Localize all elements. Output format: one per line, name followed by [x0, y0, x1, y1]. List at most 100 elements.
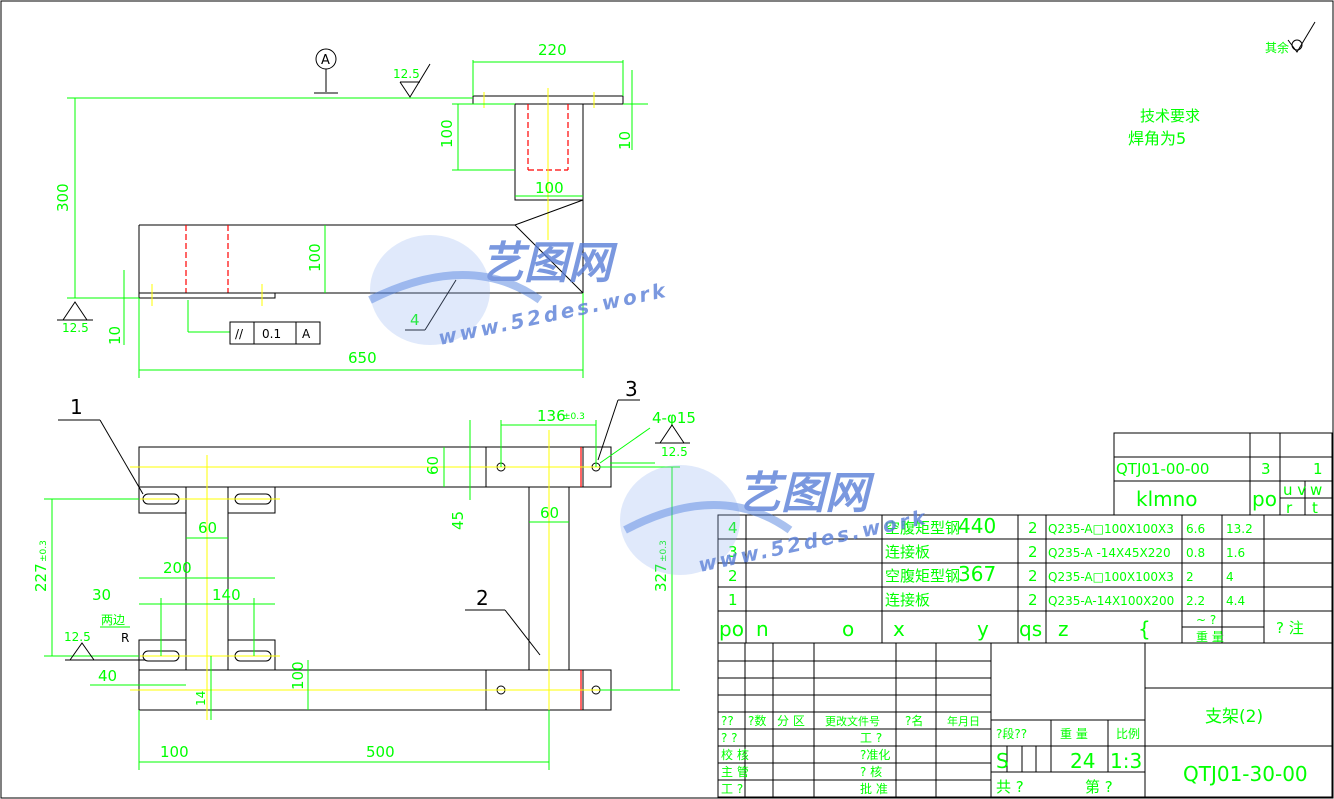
- svg-text:空腹矩型钢: 空腹矩型钢: [885, 567, 960, 585]
- svg-text:2.2: 2.2: [1186, 594, 1205, 608]
- dim-327-tol: ±0.3: [659, 540, 669, 562]
- watermark-brand-cn: 艺图网: [737, 468, 875, 519]
- svg-text:连接板: 连接板: [885, 543, 930, 561]
- chg-sign: ?名: [905, 713, 923, 728]
- weight-value: 24: [1070, 749, 1095, 773]
- chg-count: ?数: [748, 713, 766, 728]
- balloon-4: 4: [410, 311, 420, 329]
- role-7: ? 核: [860, 765, 882, 779]
- ref-po: po: [1252, 487, 1277, 511]
- roughness-top: 12.5: [393, 67, 420, 81]
- hdr-qs: qs: [1019, 617, 1042, 641]
- dim-height-300: 300: [54, 183, 72, 212]
- parts-row: 1 连接板 2 Q235-A-14X100X200 2.2 4.4: [728, 591, 1245, 609]
- ref-rt: r: [1286, 499, 1293, 517]
- ref-uvw2: w: [1310, 481, 1322, 499]
- title-block: QTJ01-00-00 3 1 klmno po u v w r t 4 空腹矩…: [717, 432, 1333, 798]
- dim-45: 45: [449, 511, 467, 530]
- role-2: 校 核: [721, 747, 749, 762]
- watermark-logo-bottom: 艺图网 www.52des.work: [620, 465, 930, 577]
- svg-text:2: 2: [1186, 570, 1194, 584]
- chg-zone: 分 区: [777, 714, 805, 728]
- svg-text:1: 1: [728, 591, 738, 609]
- hdr-o: o: [842, 617, 854, 641]
- roughness-left: 12.5: [62, 321, 89, 335]
- dim-227-tol: ±0.3: [39, 540, 49, 562]
- role-5: 工 ?: [860, 731, 882, 745]
- svg-text:Q235-A□100X100X3: Q235-A□100X100X3: [1048, 570, 1174, 584]
- dim-227: 227: [32, 563, 50, 592]
- roughness-left-icon: [62, 301, 88, 321]
- hdr-x: x: [893, 617, 905, 641]
- dim-60-a: 60: [424, 456, 442, 475]
- scale-value: 1:3: [1110, 749, 1142, 773]
- svg-text:Q235-A□100X100X3: Q235-A□100X100X3: [1048, 522, 1174, 536]
- svg-text:4.4: 4.4: [1226, 594, 1245, 608]
- svg-text:空腹矩型钢: 空腹矩型钢: [885, 519, 960, 537]
- holes-callout: 4-φ15: [652, 409, 696, 427]
- dim-beam-height: 100: [306, 243, 324, 272]
- weight-label: 重 量: [1060, 727, 1088, 741]
- beam-outline: [138, 199, 584, 294]
- dim-200: 200: [163, 559, 192, 577]
- front-view: 220 300 100 10 100 100 10 650 A 12.5: [54, 41, 648, 378]
- dim-40: 40: [98, 667, 117, 685]
- svg-text:440: 440: [958, 514, 996, 538]
- roughness-symbol-icon: [1287, 21, 1316, 53]
- svg-text:4: 4: [1226, 570, 1234, 584]
- bottom-plate: [138, 292, 276, 299]
- tol-value: 0.1: [262, 327, 281, 341]
- tol-symbol: //: [235, 327, 244, 341]
- hdr-weight-tilde: ~ ?: [1196, 613, 1216, 627]
- dim-100-v: 100: [289, 661, 307, 690]
- hdr-note: ? 注: [1276, 619, 1304, 637]
- both-sides-note: 两边: [101, 613, 125, 627]
- dim-30: 30: [92, 586, 111, 604]
- dim-top-width: 220: [538, 41, 567, 59]
- dim-flange-100: 100: [438, 119, 456, 148]
- sheet-no: 第 ?: [1085, 778, 1113, 796]
- dim-post-width: 100: [535, 179, 564, 197]
- drawing-number: QTJ01-30-00: [1183, 762, 1308, 786]
- svg-text:0.8: 0.8: [1186, 546, 1205, 560]
- svg-text:2: 2: [1028, 519, 1038, 537]
- svg-text:6.6: 6.6: [1186, 522, 1205, 536]
- dim-136-tol: ±0.3: [563, 412, 585, 422]
- hdr-po: po: [719, 617, 744, 641]
- tol-datum: A: [302, 327, 311, 341]
- hdr-weight: 重 量: [1196, 630, 1224, 644]
- chg-date: 年月日: [947, 714, 980, 728]
- dim-100-h: 100: [160, 743, 189, 761]
- watermark-logo-top: 艺图网 www.52des.work: [368, 235, 670, 350]
- sheets-total: 共 ?: [996, 778, 1024, 796]
- ref-code: QTJ01-00-00: [1116, 460, 1209, 478]
- tech-req-line: 焊角为5: [1128, 129, 1186, 148]
- svg-text:Q235-A -14X45X220: Q235-A -14X45X220: [1048, 546, 1171, 560]
- svg-text:4: 4: [728, 519, 738, 537]
- svg-text:2: 2: [1028, 591, 1038, 609]
- dim-length: 650: [348, 349, 377, 367]
- balloon-3: 3: [625, 377, 638, 401]
- dim-140: 140: [212, 586, 241, 604]
- dim-60-b: 60: [540, 504, 559, 522]
- role-6: ?准化: [860, 748, 890, 762]
- hdr-n: n: [756, 617, 769, 641]
- chg-mark: ??: [721, 714, 734, 728]
- ref-uvw1: u v: [1283, 481, 1306, 499]
- role-8: 批 准: [860, 781, 888, 796]
- chg-doc: 更改文件号: [825, 714, 880, 728]
- svg-text:2: 2: [1028, 543, 1038, 561]
- hdr-z: z: [1058, 617, 1069, 641]
- dim-flange-thk: 10: [616, 131, 634, 150]
- roughness-top-icon: [399, 63, 431, 98]
- tolerance-frame: [229, 321, 321, 345]
- tech-req-title: 技术要求: [1140, 107, 1200, 125]
- ref-sheet: 1: [1313, 460, 1323, 478]
- dim-60-c: 60: [198, 519, 217, 537]
- roughness-slot: 12.5: [64, 630, 91, 644]
- datum-label: A: [321, 53, 330, 68]
- ref-t: t: [1312, 499, 1318, 517]
- stage-value: S: [996, 749, 1009, 773]
- ref-qty: 3: [1261, 460, 1271, 478]
